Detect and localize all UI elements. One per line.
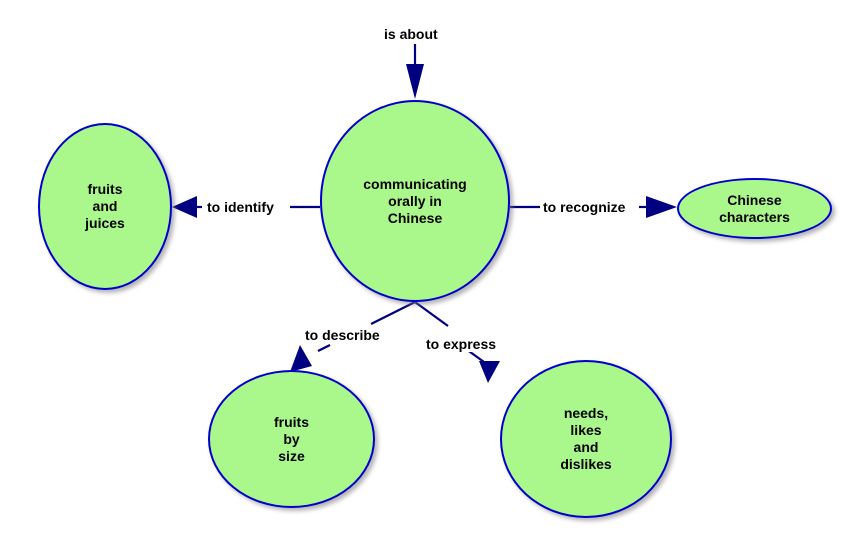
node-fruits-by-size-label: fruits by size — [274, 413, 309, 464]
edge-label-to-identify: to identify — [205, 199, 276, 215]
node-fruits-juices[interactable]: fruits and juices — [38, 123, 172, 290]
node-chinese-characters[interactable]: Chinese characters — [677, 178, 832, 239]
edge-is-about — [406, 44, 424, 99]
node-needs-likes-dislikes[interactable]: needs, likes and dislikes — [500, 360, 672, 518]
node-fruits-by-size[interactable]: fruits by size — [208, 370, 375, 508]
node-center-label: communicating orally in Chinese — [363, 175, 467, 226]
node-chinese-characters-label: Chinese characters — [719, 191, 790, 225]
node-fruits-juices-label: fruits and juices — [85, 181, 125, 231]
edge-label-to-describe: to describe — [303, 327, 382, 343]
node-center[interactable]: communicating orally in Chinese — [320, 100, 510, 302]
edge-label-to-express: to express — [424, 336, 499, 352]
edge-label-is-about: is about — [382, 26, 440, 42]
edge-label-to-recognize: to recognize — [541, 199, 628, 215]
node-needs-likes-dislikes-label: needs, likes and dislikes — [560, 405, 612, 472]
